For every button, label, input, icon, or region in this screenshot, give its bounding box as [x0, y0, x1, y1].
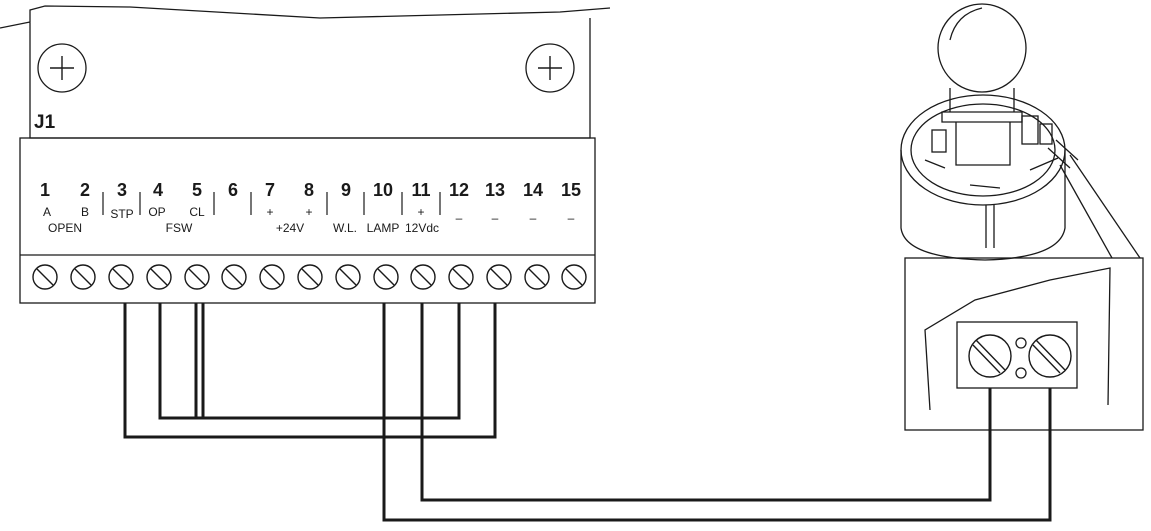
- group-label-fsw: FSW: [166, 221, 193, 235]
- lamp-housing-body: [900, 150, 1066, 261]
- wires: [123, 303, 1052, 522]
- board-upper-outline: [0, 5, 611, 139]
- lamp-globe: [937, 3, 1027, 93]
- terminal-number-11: 11: [411, 180, 430, 200]
- mounting-screw-left-icon: [37, 43, 87, 93]
- terminal-number-6: 6: [228, 180, 238, 200]
- terminal-sub-4: OP: [148, 205, 165, 219]
- wire-4-to-12: [158, 303, 461, 420]
- terminal-sub-15: –: [568, 211, 575, 225]
- label-separators: [102, 192, 441, 215]
- terminal-sub-12: –: [456, 211, 463, 225]
- terminal-number-5: 5: [192, 180, 202, 200]
- lamp-neck: [941, 88, 1023, 123]
- terminal-number-7: 7: [265, 180, 275, 200]
- terminal-number-4: 4: [153, 180, 163, 200]
- terminal-sub-1: A: [43, 205, 51, 219]
- group-label-24v: +24V: [276, 221, 304, 235]
- mounting-screw-right-icon: [525, 43, 575, 93]
- terminal-sub-9: W.L.: [333, 221, 357, 235]
- terminal-number-13: 13: [485, 180, 505, 200]
- terminal-number-15: 15: [561, 180, 581, 200]
- group-label-open: OPEN: [48, 221, 82, 235]
- lamp-terminal-screw-right-icon: [1028, 334, 1072, 378]
- board-label: J1: [34, 112, 56, 133]
- flashing-lamp: [900, 3, 1144, 431]
- terminal-sub-2: B: [81, 205, 89, 219]
- terminal-sub-11: +: [417, 205, 424, 219]
- terminal-number-3: 3: [117, 180, 127, 200]
- terminal-block: [19, 137, 596, 304]
- terminal-number-9: 9: [341, 180, 351, 200]
- terminal-number-8: 8: [304, 180, 314, 200]
- lamp-globe-highlight: [949, 7, 983, 41]
- lamp-terminal-block: [956, 321, 1078, 389]
- terminal-number-10: 10: [373, 180, 393, 200]
- terminal-sub-5: CL: [189, 205, 205, 219]
- wire-3-to-13: [123, 303, 497, 439]
- terminal-number-2: 2: [80, 180, 90, 200]
- wire-5-to-12: [201, 303, 459, 420]
- control-board: J1 1 2 3 4 5 6 7 8 9 10 11 12 13 14 15 A…: [0, 5, 611, 304]
- terminal-sub-3: STP: [110, 207, 133, 221]
- terminal-sub-8: +: [305, 205, 312, 219]
- wire-11-to-lamp: [420, 303, 992, 502]
- terminal-screws: [32, 264, 587, 290]
- terminal-number-1: 1: [40, 180, 50, 200]
- lamp-terminal-detail: [904, 257, 1144, 431]
- lamp-housing-inner: [910, 103, 1056, 197]
- wire-10-to-lamp: [382, 303, 1052, 522]
- lamp-terminal-screw-left-icon: [968, 334, 1012, 378]
- terminal-sub-14: –: [530, 211, 537, 225]
- terminal-sub-10: LAMP: [367, 221, 400, 235]
- terminal-number-14: 14: [523, 180, 543, 200]
- terminal-number-12: 12: [449, 180, 469, 200]
- terminal-sub-13: –: [492, 211, 499, 225]
- group-label-12vdc: 12Vdc: [405, 221, 439, 235]
- terminal-sub-7: +: [266, 205, 273, 219]
